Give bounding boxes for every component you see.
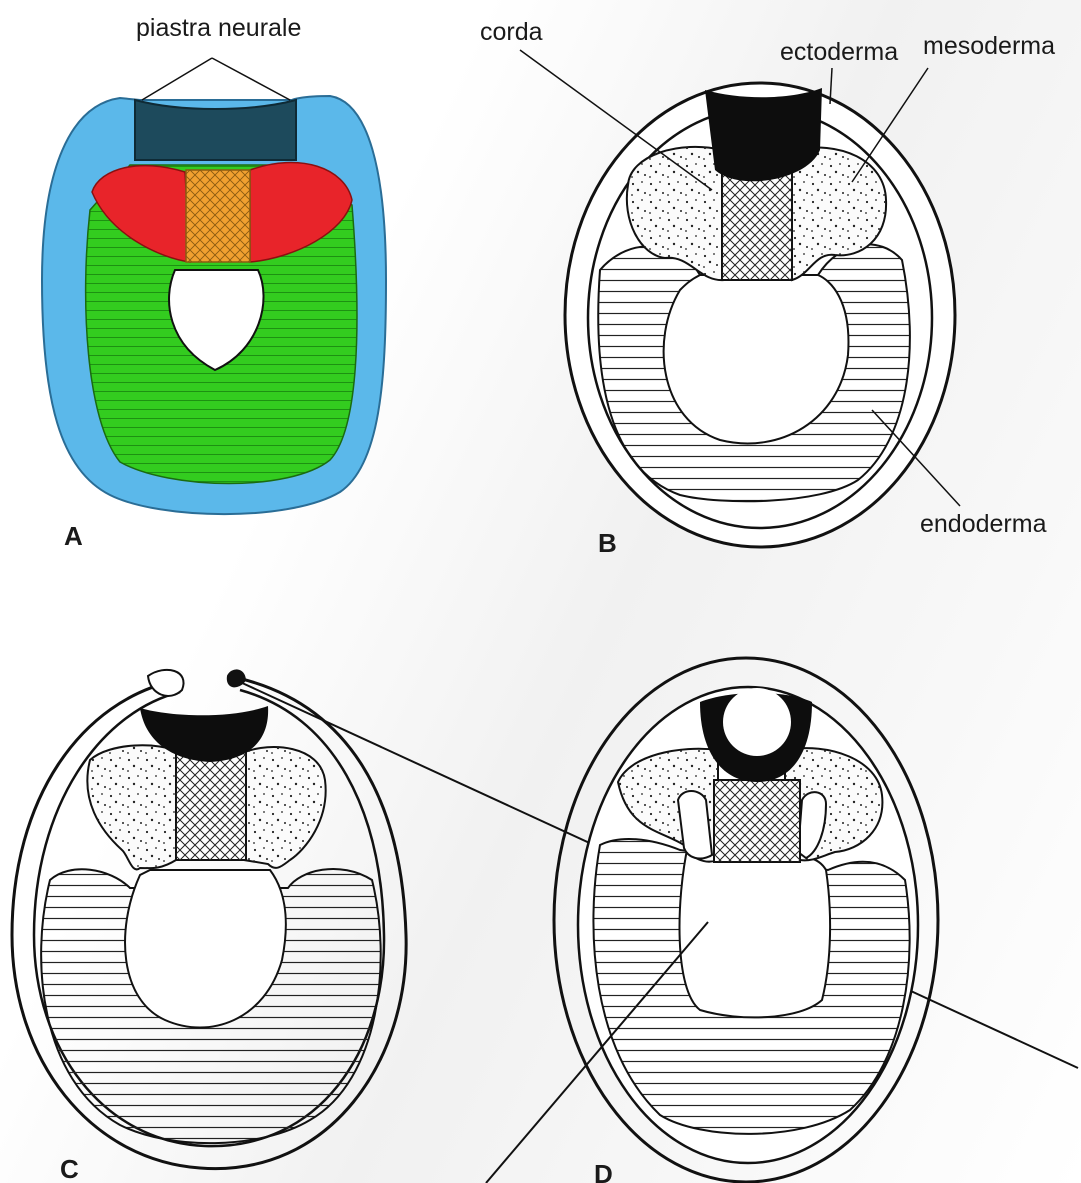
label-neural-plate: piastra neurale xyxy=(136,14,301,42)
label-ectoderm: ectoderma xyxy=(780,38,898,66)
panel-a-diagram xyxy=(42,96,386,514)
neural-plate-a xyxy=(135,100,296,160)
coelom-left-d xyxy=(678,791,712,859)
neural-plate-leaders xyxy=(142,58,290,100)
neural-fold-tip-left xyxy=(148,670,184,696)
panel-label-d: D xyxy=(594,1159,613,1183)
panel-label-a: A xyxy=(64,521,83,551)
panel-d-diagram xyxy=(486,658,938,1183)
panel-label-c: C xyxy=(60,1154,79,1183)
neural-plate-b xyxy=(705,88,822,181)
label-endoderm: endoderma xyxy=(920,510,1047,538)
panel-b-diagram xyxy=(520,50,960,547)
panel-label-b: B xyxy=(598,528,617,558)
label-mesoderm: mesoderma xyxy=(923,32,1055,60)
label-notochord: corda xyxy=(480,18,543,46)
